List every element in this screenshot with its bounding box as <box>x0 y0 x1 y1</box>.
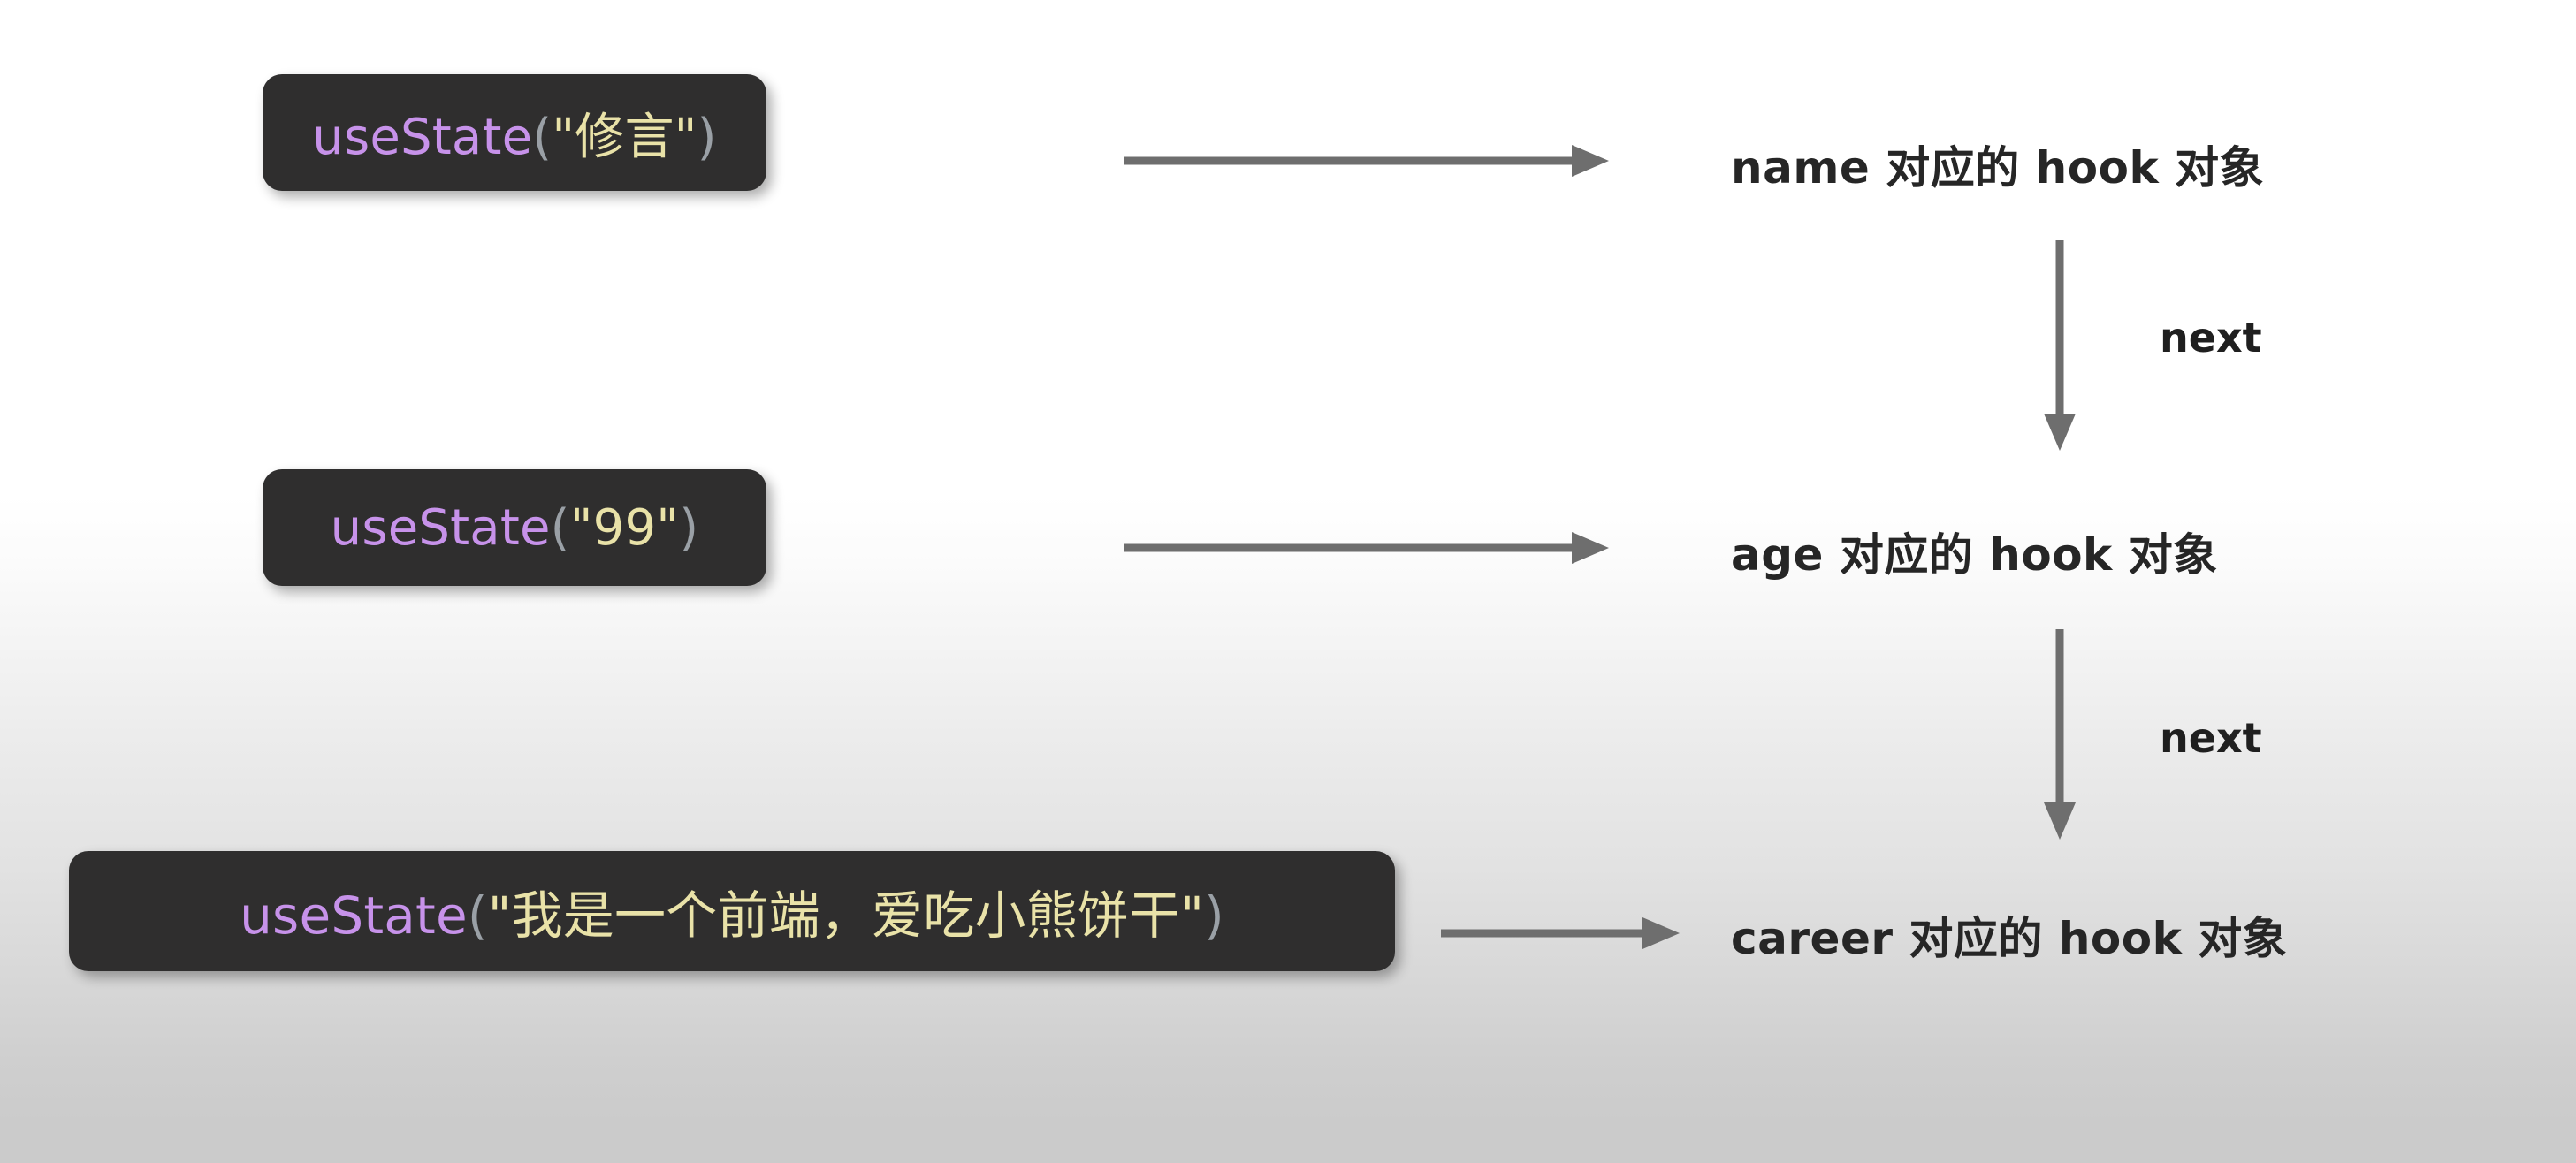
hook-object-label-age: age 对应的 hook 对象 <box>1731 529 2218 581</box>
arrow-next-age-to-career <box>2044 629 2076 840</box>
hook-object-label-career: career 对应的 hook 对象 <box>1731 913 2288 964</box>
code-box-usestate-age: useState("99") <box>263 469 766 586</box>
code-box-usestate-name: useState("修言") <box>263 74 766 191</box>
token-string-literal: "我是一个前端，爱吃小熊饼干" <box>487 886 1205 946</box>
token-open-paren: ( <box>467 886 488 946</box>
token-function-name: useState <box>330 498 551 557</box>
token-close-paren: ) <box>679 498 699 557</box>
token-function-name: useState <box>240 886 468 946</box>
code-line: useState("我是一个前端，爱吃小熊饼干") <box>240 874 1224 948</box>
next-link-label-1: next <box>2160 314 2262 361</box>
code-line: useState("修言") <box>312 97 716 169</box>
token-function-name: useState <box>312 108 533 166</box>
token-open-paren: ( <box>532 108 553 166</box>
token-string-literal: "99" <box>569 498 680 557</box>
arrow-usestate-to-career-hook <box>1441 917 1680 949</box>
code-line: useState("99") <box>331 499 699 557</box>
code-box-usestate-career: useState("我是一个前端，爱吃小熊饼干") <box>69 851 1395 971</box>
arrow-usestate-to-age-hook <box>1124 532 1609 564</box>
token-close-paren: ) <box>697 108 717 166</box>
hook-object-label-name: name 对应的 hook 对象 <box>1731 142 2265 194</box>
token-open-paren: ( <box>550 498 570 557</box>
arrow-next-name-to-age <box>2044 240 2076 451</box>
token-string-literal: "修言" <box>552 108 697 166</box>
next-link-label-2: next <box>2160 714 2262 762</box>
token-close-paren: ) <box>1204 886 1224 946</box>
arrow-usestate-to-name-hook <box>1124 145 1609 177</box>
